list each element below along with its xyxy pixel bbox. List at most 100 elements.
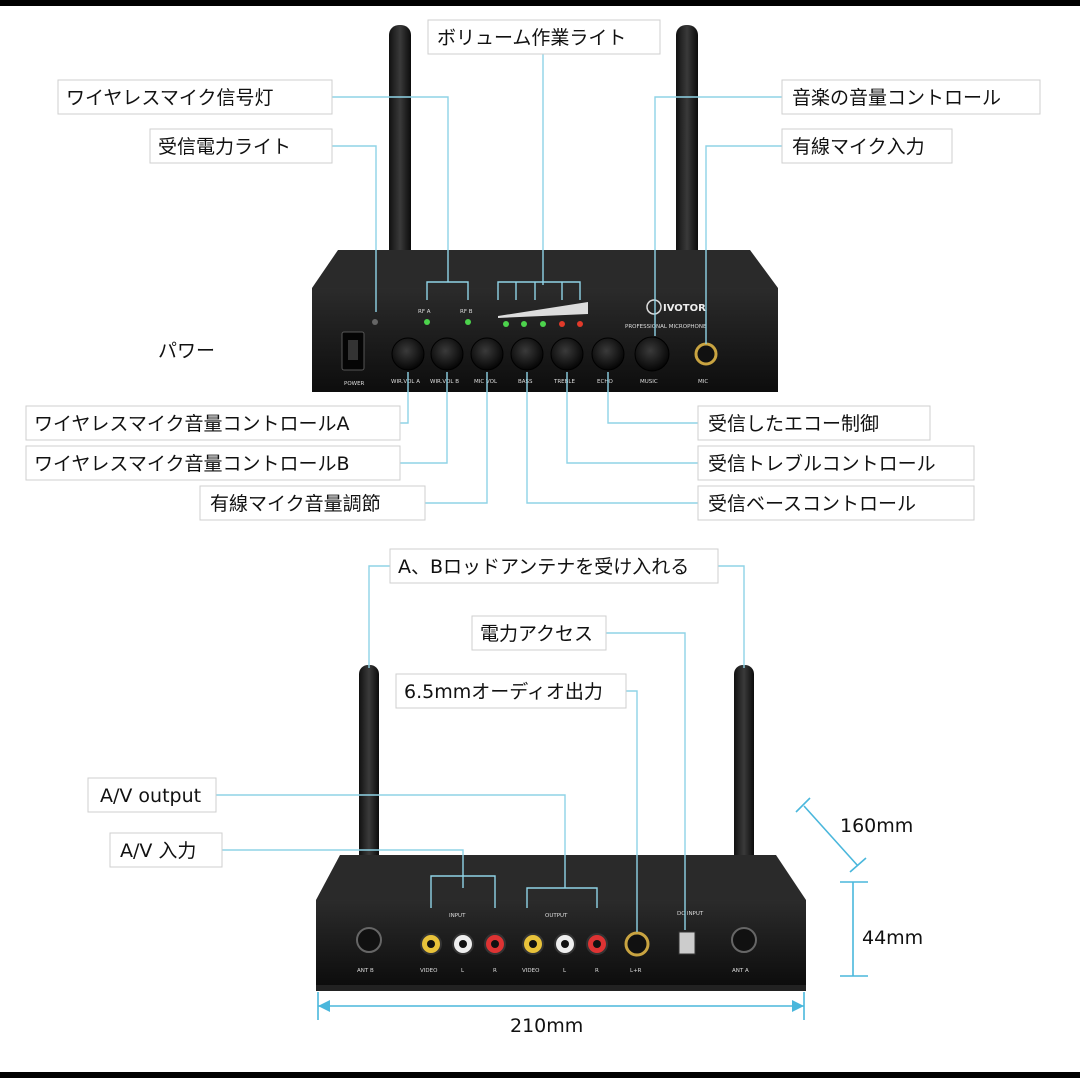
knobs — [391, 336, 718, 372]
front-labels: ボリューム作業ライト ワイヤレスマイク信号灯 受信電力ライト 音楽の音量コントロ… — [25, 19, 1041, 521]
av-output-label: A/V output — [100, 785, 201, 807]
audio-out-jack — [624, 931, 650, 957]
rca-video-out-center — [529, 940, 537, 948]
label-box — [199, 485, 426, 521]
knob-label: MUSIC — [640, 379, 658, 385]
volume-led — [577, 321, 583, 327]
rear-leaders — [216, 565, 745, 932]
jack-label: R — [493, 968, 497, 974]
label-box — [781, 128, 953, 164]
power-switch-rocker — [348, 340, 358, 360]
label-box — [471, 615, 607, 651]
output-text: OUTPUT — [545, 913, 568, 919]
vol-a-label: ワイヤレスマイク音量コントロールA — [34, 413, 349, 435]
receive-power-label: 受信電力ライト — [158, 136, 291, 158]
rca-l-in-center — [459, 940, 467, 948]
dc-input-text: DC INPUT — [677, 911, 704, 917]
volume-meter-bar — [498, 302, 588, 318]
device-base — [316, 985, 806, 991]
device-top — [316, 855, 806, 900]
ant-a-text: ANT A — [732, 968, 749, 974]
knob-echo — [591, 337, 625, 371]
knob-bass — [510, 337, 544, 371]
front-leaders — [332, 52, 782, 504]
volume-led — [540, 321, 546, 327]
label-box — [149, 128, 333, 164]
dc-input-jack — [678, 931, 696, 955]
device-front-face — [312, 288, 778, 392]
knob-label: MIC VOL — [474, 379, 498, 385]
knob-label: WIR.VOL A — [391, 379, 420, 385]
knob-label: TREBLE — [553, 379, 575, 385]
knob-label: BASS — [518, 379, 533, 385]
rca-r-out-center — [593, 940, 601, 948]
label-box — [57, 79, 333, 115]
av-input-label: A/V 入力 — [120, 840, 196, 862]
width-text: 210mm — [510, 1015, 583, 1037]
treble-label: 受信トレブルコントロール — [708, 452, 936, 475]
rca-l-out-center — [561, 940, 569, 948]
height-text: 44mm — [862, 927, 923, 949]
depth-text: 160mm — [840, 815, 913, 837]
knob-music — [634, 336, 670, 372]
rear-labels: A、Bロッドアンテナを受け入れる 電力アクセス 6.5mmオーディオ出力 A/V… — [87, 548, 719, 868]
label-box — [697, 445, 975, 481]
volume-led — [521, 321, 527, 327]
rf-b-led — [465, 319, 471, 325]
label-box — [109, 832, 223, 868]
rear-device: ANT B ANT A INPUT OUTPUT DC INPUT VIDEO … — [316, 665, 806, 991]
ant-b-socket — [356, 927, 382, 953]
bass-label: 受信ベースコントロール — [708, 493, 916, 515]
ant-b-text: ANT B — [357, 968, 374, 974]
music-volume-label: 音楽の音量コントロール — [792, 87, 1001, 109]
label-box — [25, 445, 401, 481]
label-box — [389, 548, 719, 584]
jack-label: L+R — [630, 968, 642, 974]
antenna-right — [676, 25, 698, 275]
knob-label: WIR.VOL B — [430, 379, 459, 385]
rf-b-text: RF B — [460, 309, 473, 315]
knob-mic-vol — [470, 337, 504, 371]
front-device: POWER RF A RF B IVOTOR PROFESSIONAL MICR… — [312, 25, 778, 392]
knob-treble — [550, 337, 584, 371]
jack-label: VIDEO — [420, 968, 438, 974]
antenna-left — [389, 25, 411, 275]
knob-wir-vol-b — [430, 337, 464, 371]
device-top — [312, 250, 778, 288]
jack-label: VIDEO — [522, 968, 540, 974]
power-led — [372, 319, 378, 325]
power-access-label: 電力アクセス — [480, 623, 593, 645]
antenna-label: A、Bロッドアンテナを受け入れる — [398, 556, 689, 578]
knob-wir-vol-a — [391, 337, 425, 371]
depth-arrow — [803, 805, 859, 867]
label-box — [395, 673, 627, 709]
mic-jack — [694, 342, 718, 366]
jack-label: L — [563, 968, 567, 974]
label-box — [87, 777, 217, 813]
vol-b-label: ワイヤレスマイク音量コントロールB — [34, 453, 350, 475]
power-label: パワー — [158, 340, 215, 362]
rca-video-in-center — [427, 940, 435, 948]
jack-label: R — [595, 968, 599, 974]
volume-light-label: ボリューム作業ライト — [437, 27, 626, 49]
rca-r-in-center — [491, 940, 499, 948]
power-text: POWER — [344, 381, 365, 387]
brand-text: IVOTOR — [663, 303, 706, 314]
label-box — [427, 19, 661, 55]
label-box — [697, 485, 975, 521]
brand-logo-icon — [646, 299, 662, 315]
input-text: INPUT — [449, 913, 466, 919]
dimensions: 160mm 44mm 210mm — [317, 797, 923, 1037]
label-box — [697, 405, 931, 441]
rf-a-text: RF A — [418, 309, 431, 315]
wired-mic-input-label: 有線マイク入力 — [792, 136, 925, 158]
ant-a-socket — [731, 927, 757, 953]
label-box — [781, 79, 1041, 115]
rf-a-led — [424, 319, 430, 325]
wired-vol-label: 有線マイク音量調節 — [210, 493, 381, 515]
audio-out-label: 6.5mmオーディオ出力 — [404, 681, 603, 703]
mic-label: MIC — [698, 379, 708, 385]
label-box — [25, 405, 401, 441]
